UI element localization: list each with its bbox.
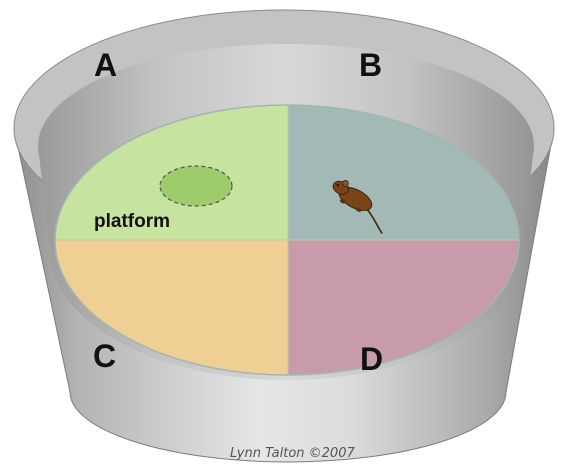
quadrant-label-a: A [94,47,117,83]
platform-label: platform [94,211,170,232]
quadrant-label-b: B [359,47,382,83]
platform-icon [159,165,233,207]
rat-icon [332,179,383,234]
quadrant-label-c: C [93,338,116,374]
quadrant-label-d: D [360,341,383,377]
credit-text: Lynn Talton ©2007 [230,446,355,461]
